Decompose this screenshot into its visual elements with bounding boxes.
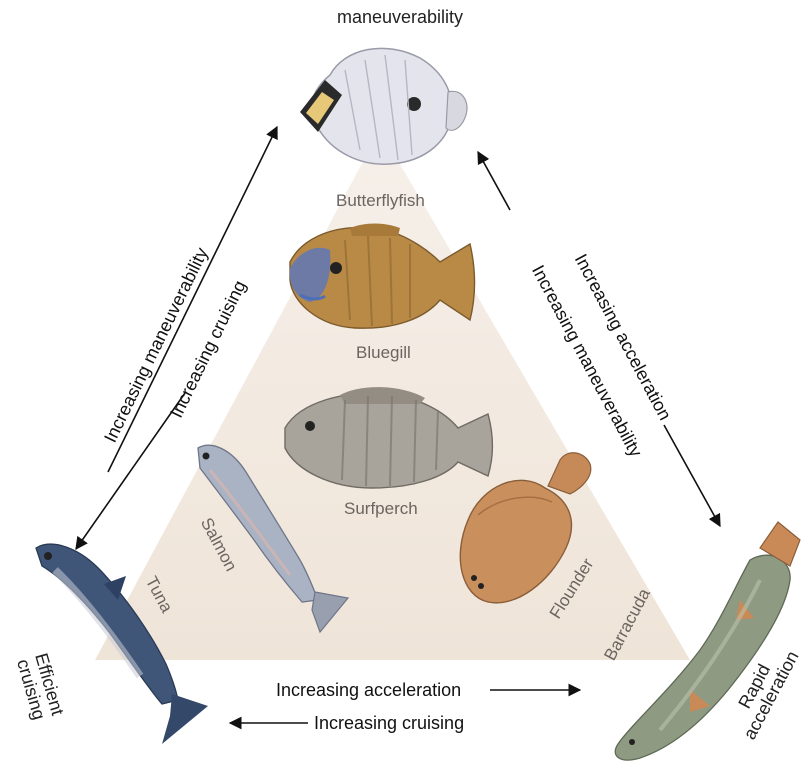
arrow-right-up <box>478 152 510 210</box>
corner-label-top: maneuverability <box>300 8 500 27</box>
fish-label-bluegill: Bluegill <box>356 344 411 361</box>
butterflyfish-illustration <box>300 48 467 164</box>
axis-label-bottom-acceleration: Increasing acceleration <box>276 681 461 699</box>
fish-label-butterflyfish: Butterflyfish <box>336 192 425 209</box>
axis-label-bottom-cruising: Increasing cruising <box>314 714 464 732</box>
fish-label-surfperch: Surfperch <box>344 500 418 517</box>
